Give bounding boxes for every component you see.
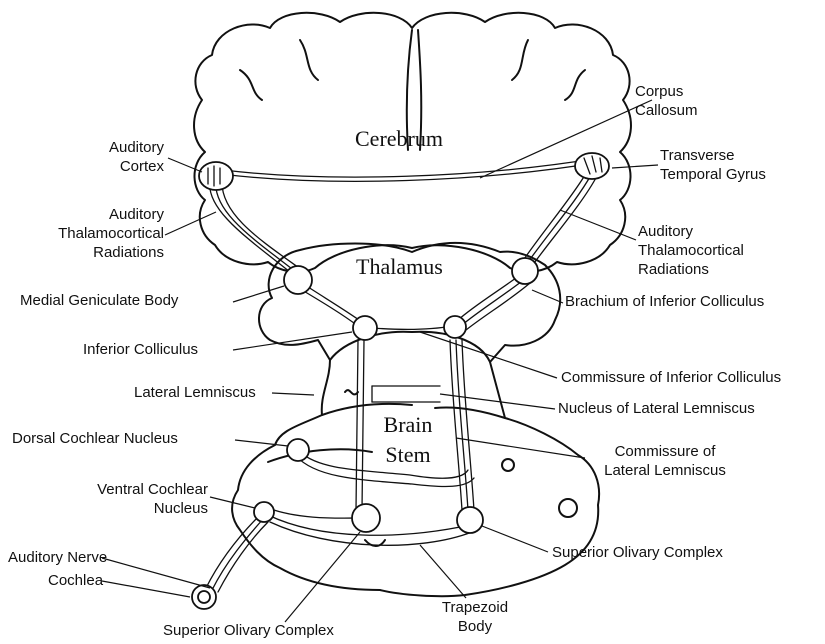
auditory-cortex-label: Auditory Cortex: [68, 138, 164, 176]
corpus-callosum-label: Corpus Callosum: [635, 82, 698, 120]
leader-mgb: [233, 286, 284, 302]
left-medial-geniculate: [284, 266, 312, 294]
left-brachium: [302, 290, 358, 326]
leader-soc-bottom: [285, 532, 360, 622]
brain-stem-label: Brain Stem: [372, 410, 444, 470]
leader-soc-right: [482, 526, 548, 552]
dorsal-cochlear-nucleus-label: Dorsal Cochlear Nucleus: [12, 429, 178, 448]
brachium-inferior-colliculus-label: Brachium of Inferior Colliculus: [565, 292, 764, 311]
auditory-nerve-label: Auditory Nerve: [8, 548, 107, 567]
right-medial-geniculate: [512, 258, 538, 284]
vcn-fiber: [268, 508, 360, 518]
brainstem-spot: [559, 499, 577, 517]
leader-brachium: [532, 290, 563, 303]
leader-commissure-ic: [420, 332, 557, 378]
right-brachium: [462, 278, 526, 325]
thalamus-label: Thalamus: [356, 254, 443, 280]
cochlea-inner: [198, 591, 210, 603]
auditory-nerve-fiber: [206, 515, 260, 588]
left-inferior-colliculus: [353, 316, 377, 340]
commissure-inferior-colliculus-label: Commissure of Inferior Colliculus: [561, 368, 781, 387]
leader-lateral-lemniscus: [272, 393, 314, 395]
medial-geniculate-body-label: Medial Geniculate Body: [20, 291, 178, 310]
brainstem-spot: [502, 459, 514, 471]
cochlea-label: Cochlea: [48, 571, 103, 590]
leader-ic: [233, 332, 352, 350]
sulcus: [512, 40, 528, 80]
commissure-ic: [372, 326, 452, 329]
left-superior-olive: [352, 504, 380, 532]
ventral-cochlear-nucleus: [254, 502, 274, 522]
leader-thalamocortical-left: [165, 212, 216, 235]
left-lemniscus: [356, 340, 358, 510]
brainstem-mark: [345, 390, 358, 394]
thalamocortical-left-label: Auditory Thalamocortical Radiations: [30, 205, 164, 262]
sulcus: [240, 70, 262, 100]
leader-nll: [440, 394, 555, 409]
dorsal-cochlear-nucleus: [287, 439, 309, 461]
left-radiation: [222, 180, 302, 270]
trapezoid-body-label: Trapezoid Body: [420, 598, 530, 636]
leader-commissure-ll: [456, 438, 585, 458]
sulcus: [300, 40, 318, 80]
brain-stem-line-1: Brain: [372, 410, 444, 440]
leader-dcn: [235, 440, 288, 446]
brain-stem-line-2: Stem: [372, 440, 444, 470]
leader-trapezoid: [420, 545, 466, 598]
sulcus: [565, 70, 585, 100]
leader-transverse-gyrus: [612, 165, 658, 168]
lateral-lemniscus-label: Lateral Lemniscus: [134, 383, 256, 402]
right-inferior-colliculus: [444, 316, 466, 338]
left-auditory-cortex: [199, 162, 233, 190]
superior-olivary-complex-bottom-label: Superior Olivary Complex: [163, 621, 334, 640]
right-superior-olive: [457, 507, 483, 533]
transverse-temporal-gyrus-label: Transverse Temporal Gyrus: [660, 146, 766, 184]
superior-olivary-complex-right-label: Superior Olivary Complex: [552, 543, 723, 562]
right-radiation: [520, 175, 585, 265]
left-lemniscus: [362, 340, 364, 510]
right-lemniscus: [450, 340, 462, 510]
ventral-cochlear-nucleus-label: Ventral Cochlear Nucleus: [70, 480, 208, 518]
left-brachium: [305, 285, 362, 322]
commissure-lateral-lemniscus-label: Commissure of Lateral Lemniscus: [590, 442, 740, 480]
cerebrum-label: Cerebrum: [355, 126, 443, 152]
right-radiation: [526, 175, 591, 265]
thalamocortical-right-label: Auditory Thalamocortical Radiations: [638, 222, 744, 279]
leader-cochlea: [102, 581, 190, 597]
inferior-colliculus-label: Inferior Colliculus: [83, 340, 198, 359]
brainstem-contour: [435, 407, 505, 418]
nucleus-lateral-lemniscus-label: Nucleus of Lateral Lemniscus: [558, 399, 755, 418]
